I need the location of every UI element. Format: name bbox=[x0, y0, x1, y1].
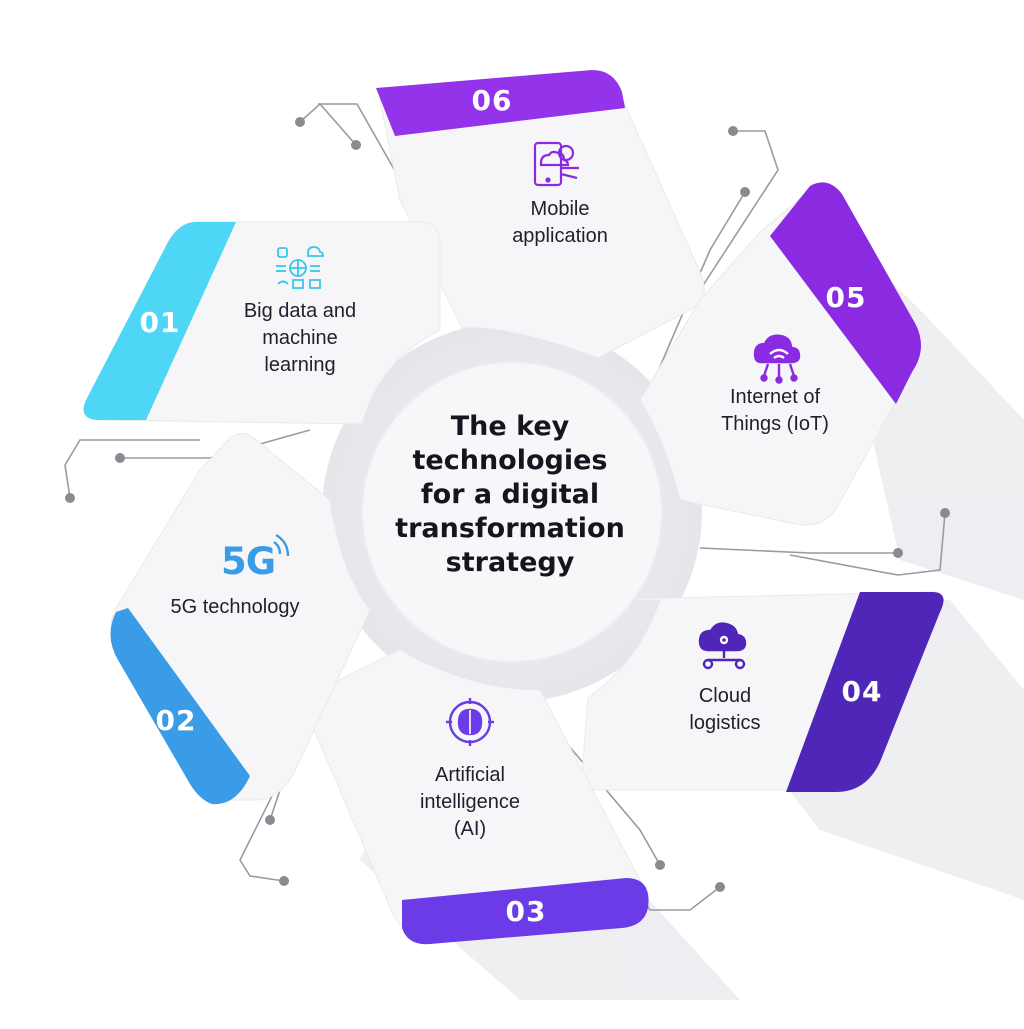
segment-04-number: 04 bbox=[841, 675, 883, 708]
segment-04[interactable] bbox=[579, 591, 944, 792]
center-title-line: transformation bbox=[395, 513, 625, 544]
label-line: Big data and bbox=[243, 300, 357, 322]
label-line: learning bbox=[264, 354, 336, 376]
center-title-line: for a digital bbox=[420, 479, 600, 510]
data-network-icon bbox=[276, 246, 324, 289]
segment-02-label: 5G technology bbox=[150, 594, 320, 621]
connector-dots bbox=[65, 117, 950, 892]
center-title-line: strategy bbox=[445, 547, 575, 578]
segment-04-label: Cloud logistics bbox=[660, 683, 790, 737]
iot-cloud-icon bbox=[753, 334, 801, 384]
segment-01-label: Big data and machine learning bbox=[220, 298, 380, 379]
segment-02-band bbox=[110, 608, 250, 805]
segment-06-label: Mobile application bbox=[490, 196, 630, 250]
segment-06-band bbox=[376, 70, 625, 136]
segment-01-number: 01 bbox=[139, 306, 181, 339]
mobile-cloud-icon bbox=[533, 141, 579, 187]
center-circle bbox=[361, 361, 663, 663]
segment-04-band bbox=[786, 592, 944, 792]
segment-01[interactable] bbox=[83, 221, 441, 425]
label-line: Cloud bbox=[698, 685, 752, 707]
segment-05-band bbox=[770, 182, 921, 404]
segment-03-label: Artificial intelligence (AI) bbox=[400, 762, 540, 843]
label-line: Things (IoT) bbox=[721, 413, 829, 435]
label-line: Artificial bbox=[434, 764, 505, 786]
label-line: Mobile bbox=[530, 198, 590, 220]
segment-02[interactable] bbox=[110, 433, 371, 805]
5g-signal-icon bbox=[273, 533, 290, 557]
segment-03-number: 03 bbox=[505, 895, 547, 928]
label-line: machine bbox=[262, 327, 338, 349]
label-line: application bbox=[512, 225, 608, 247]
label-line: Internet of bbox=[729, 386, 821, 408]
cloud-network-icon bbox=[698, 622, 747, 670]
segment-06[interactable] bbox=[376, 70, 705, 359]
segment-03-band bbox=[402, 878, 649, 945]
label-line: intelligence bbox=[419, 791, 521, 813]
center-title: The key technologies for a digital trans… bbox=[375, 410, 645, 580]
segment-05-number: 05 bbox=[825, 281, 867, 314]
segment-02-number: 02 bbox=[155, 704, 197, 737]
5g-text-icon: 5G bbox=[221, 540, 276, 583]
segment-01-band bbox=[83, 222, 237, 420]
label-line: logistics bbox=[689, 712, 761, 734]
center-title-line: technologies bbox=[412, 445, 608, 476]
center-title-line: The key bbox=[450, 411, 570, 442]
label-line: (AI) bbox=[453, 818, 487, 840]
label-line: 5G technology bbox=[170, 596, 300, 618]
ai-brain-icon bbox=[446, 698, 494, 746]
segment-06-number: 06 bbox=[471, 84, 513, 117]
segment-05-label: Internet of Things (IoT) bbox=[700, 384, 850, 438]
